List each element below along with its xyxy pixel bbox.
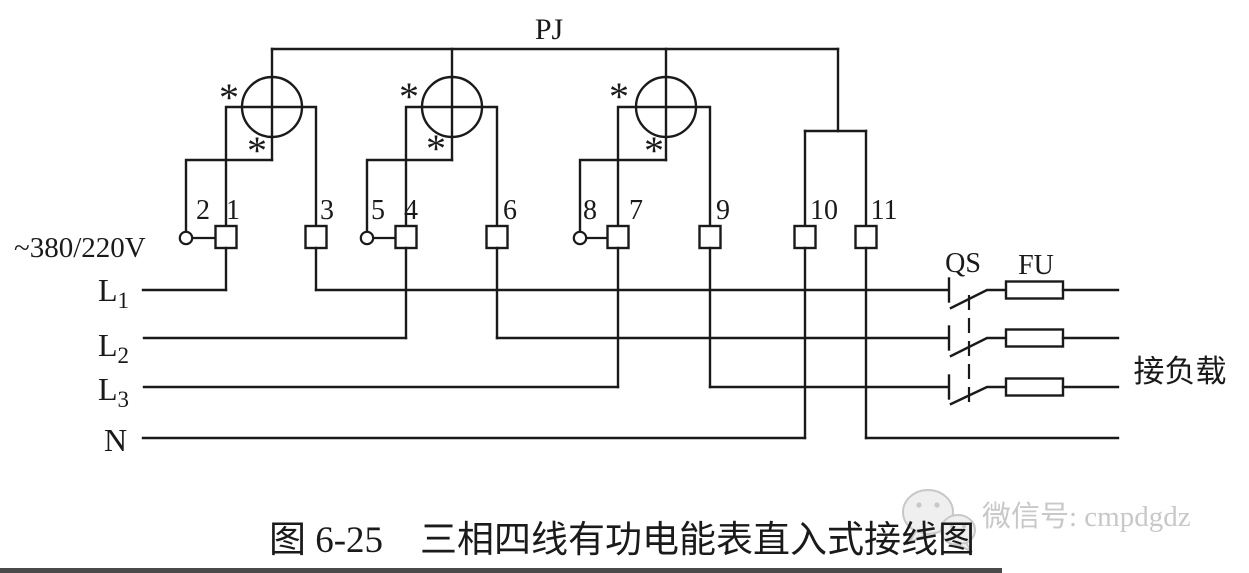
voltage-link-wire-1	[184, 158, 274, 233]
figure-caption: 图 6-25 三相四线有功电能表直入式接线图	[269, 519, 975, 561]
current-coil-wire-3	[616, 105, 712, 228]
terminal-number-2: 2	[196, 195, 210, 226]
line-label-L1-sub: 1	[118, 288, 130, 313]
voltage-link-wire-3	[578, 158, 668, 233]
source-voltage-label: ~380/220V	[14, 232, 146, 264]
terminal-row	[214, 224, 878, 250]
fuse-box-3	[1004, 377, 1065, 397]
wechat-icon	[902, 489, 976, 553]
polarity-mark-1-top: *	[219, 75, 239, 120]
polarity-mark-3-top: *	[609, 74, 629, 119]
terminal-number-1: 1	[226, 195, 240, 226]
terminal-box-4	[394, 224, 418, 250]
terminal-number-5: 5	[371, 195, 385, 226]
current-coil-wire-2	[404, 105, 499, 228]
terminal-number-7: 7	[629, 195, 643, 226]
footer-bar	[0, 568, 1002, 573]
line-label-L2-base: L	[98, 327, 118, 363]
current-coil-wire-1	[224, 105, 318, 228]
terminal-number-9: 9	[716, 195, 730, 226]
wechat-icon-eye	[934, 502, 940, 508]
terminal-box-11	[854, 224, 878, 250]
link-dot-3	[572, 230, 588, 246]
meter-label-pj: PJ	[535, 13, 564, 46]
link-dot-1	[178, 230, 194, 246]
terminal-numbers: 2 1 3 5 4 6 8 7 9 10 11	[196, 195, 897, 226]
phase-lines	[141, 288, 1120, 440]
load-label: 接负载	[1134, 354, 1227, 389]
wechat-icon-tail	[906, 529, 930, 546]
polarity-mark-2-bottom: *	[426, 126, 446, 171]
meter-element-3: * *	[572, 47, 712, 246]
terminal-box-9	[698, 224, 722, 250]
line-label-L3-base: L	[98, 371, 118, 407]
line-label-L2: L2	[98, 327, 129, 368]
voltage-bus-wiring	[270, 47, 868, 228]
fuse-box-2	[1004, 328, 1065, 348]
link-dot-2	[359, 230, 375, 246]
terminal-box-6	[485, 224, 509, 250]
disconnector-label-qs: QS	[945, 248, 981, 279]
polarity-mark-2-top: *	[399, 74, 419, 119]
wechat-icon-eye	[961, 523, 967, 529]
terminal-number-11: 11	[871, 195, 898, 226]
line-label-L3: L3	[98, 371, 129, 412]
qs-blade-3	[949, 385, 1008, 406]
line-label-L2-sub: 2	[118, 343, 130, 368]
terminal-box-3	[304, 224, 328, 250]
qs-blade-2	[949, 336, 1008, 358]
terminal-number-6: 6	[503, 195, 517, 226]
terminal-box-1	[214, 224, 238, 250]
terminal-box-7	[606, 224, 630, 250]
line-label-L1-base: L	[98, 272, 118, 308]
meter-element-2: * *	[359, 47, 499, 246]
terminal-number-8: 8	[583, 195, 597, 226]
qs-blade-1	[949, 288, 1008, 310]
wechat-watermark: 微信号: cmpdgdz	[902, 489, 1191, 553]
voltage-link-wire-2	[365, 158, 454, 233]
terminal-number-10: 10	[810, 195, 838, 226]
fuse-label-fu: FU	[1018, 250, 1054, 281]
line-label-L1: L1	[98, 272, 129, 313]
disconnector-qs	[947, 277, 1008, 406]
fuses-fu	[1004, 280, 1120, 397]
terminal-drop-wires	[224, 246, 868, 440]
wechat-icon-eye	[916, 502, 922, 508]
terminal-number-4: 4	[404, 195, 418, 226]
wechat-icon-eye	[949, 523, 955, 529]
terminal-number-3: 3	[320, 195, 334, 226]
line-label-L3-sub: 3	[118, 387, 130, 412]
polarity-mark-3-bottom: *	[644, 128, 664, 173]
watermark-text: 微信号: cmpdgdz	[982, 500, 1191, 533]
fuse-box-1	[1004, 280, 1065, 300]
terminal-box-10	[793, 224, 817, 250]
line-label-N: N	[104, 422, 127, 458]
polarity-mark-1-bottom: *	[247, 128, 267, 173]
meter-element-1: * *	[178, 47, 318, 246]
wechat-icon-tail	[953, 541, 973, 553]
